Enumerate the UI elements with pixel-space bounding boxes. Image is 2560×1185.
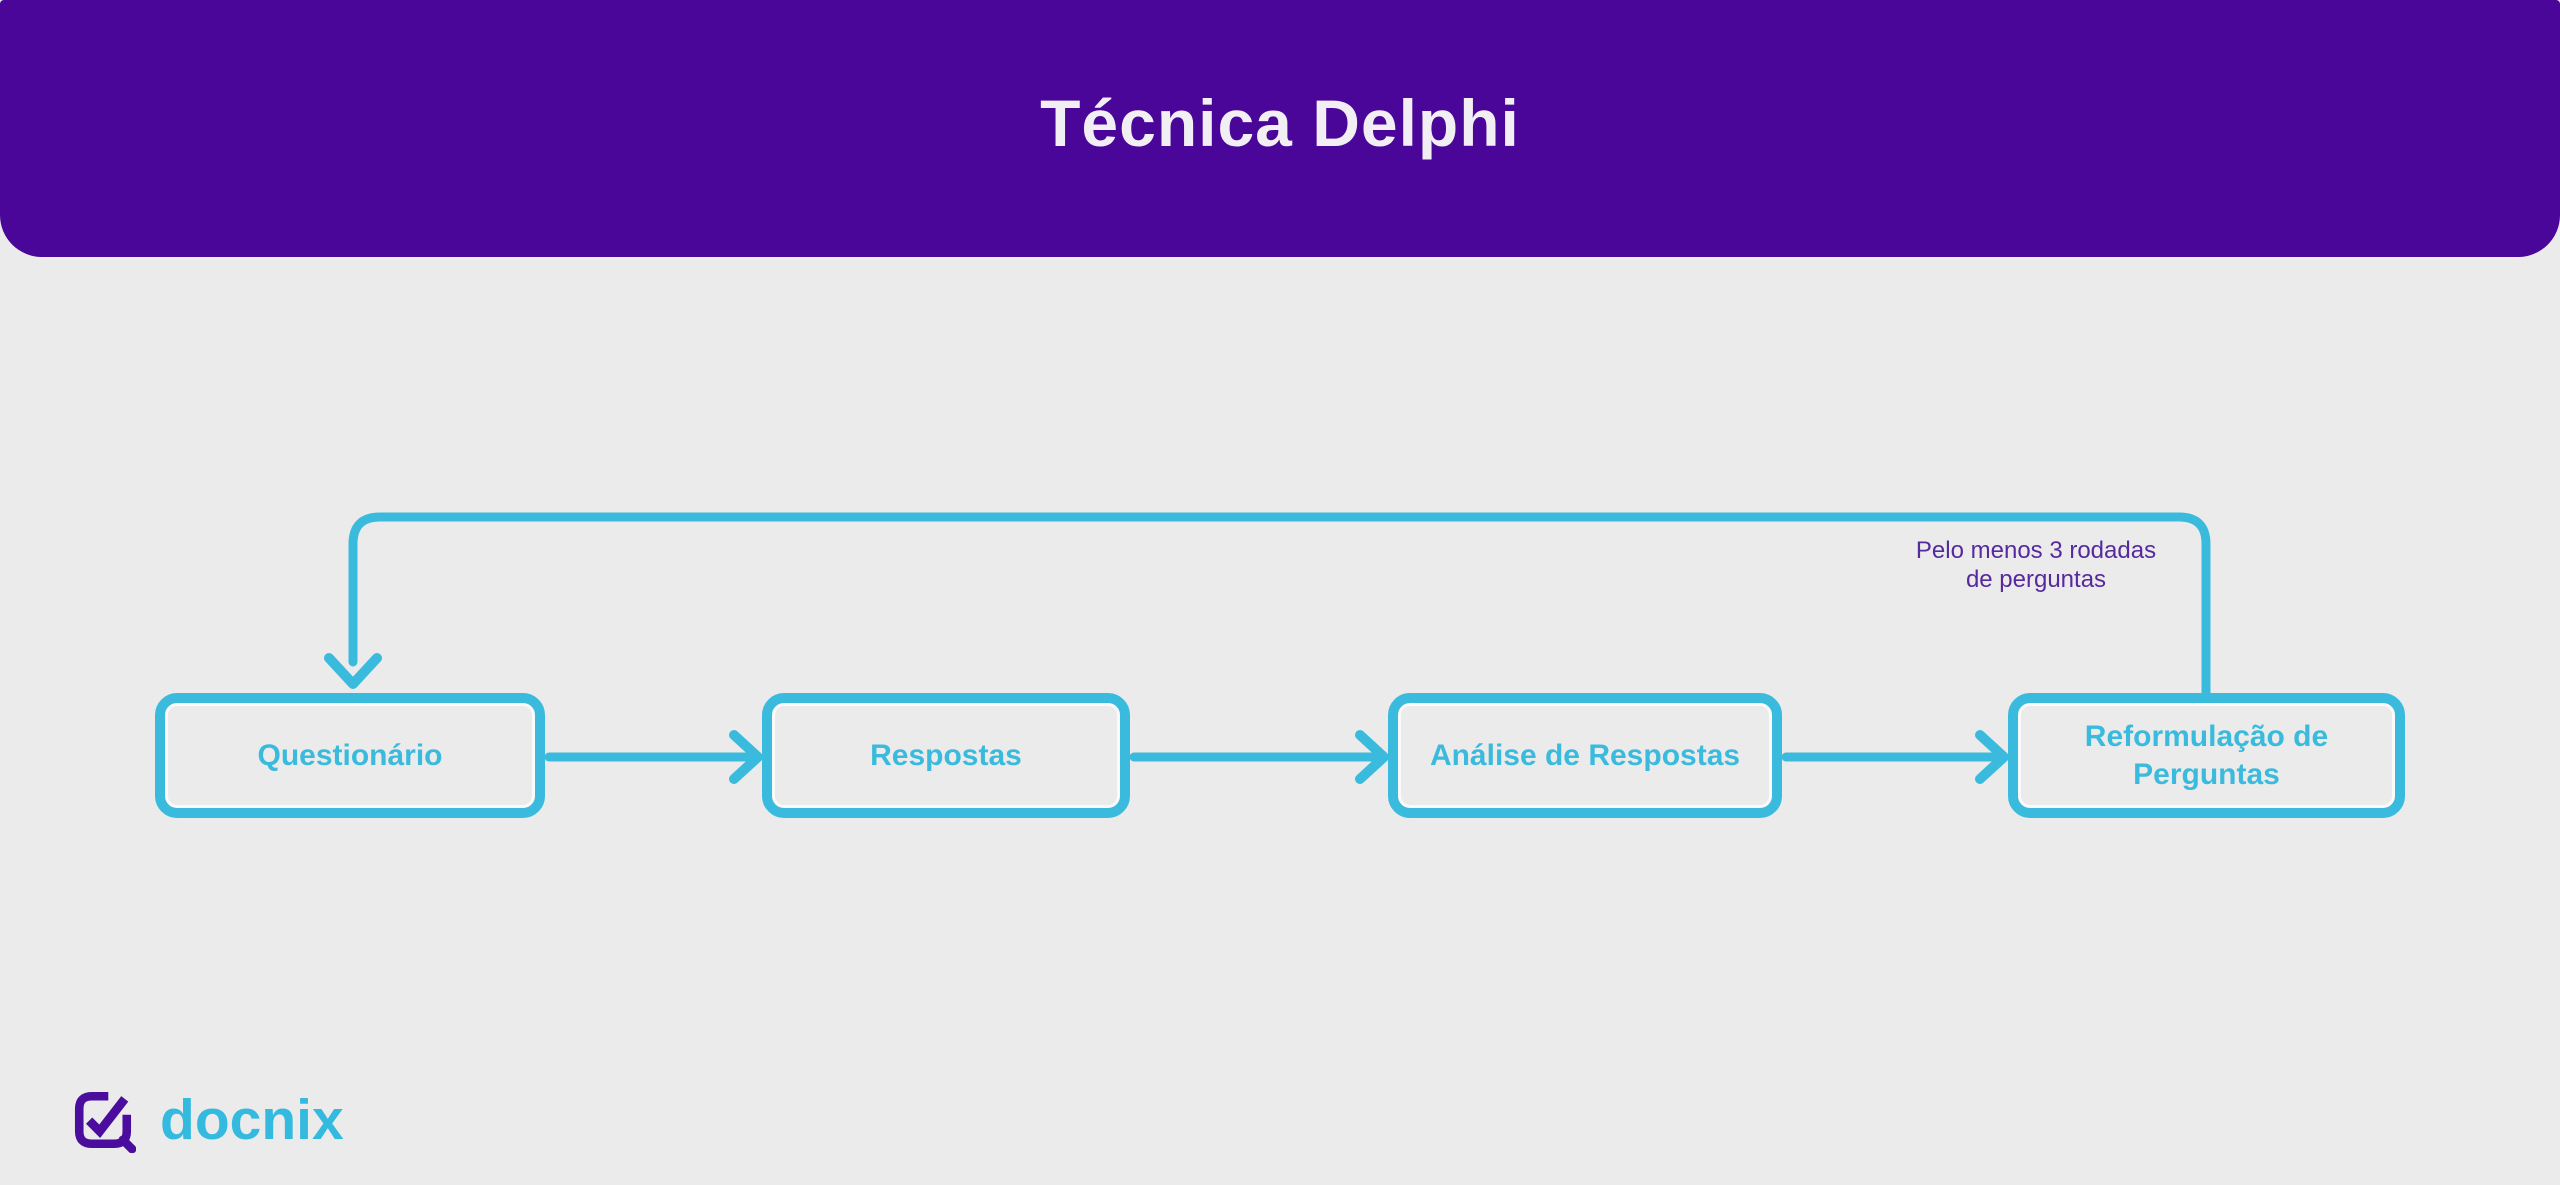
docnix-logo-icon <box>74 1091 136 1153</box>
page-title: Técnica Delphi <box>1040 85 1520 160</box>
arrow-1-arrowhead-icon <box>729 730 763 784</box>
flow-node-label: Respostas <box>870 738 1022 772</box>
header-banner: Técnica Delphi <box>0 0 2560 257</box>
brand-footer: docnix <box>70 1080 344 1160</box>
arrow-3-arrowhead-icon <box>1975 730 2009 784</box>
flow-node-respostas: Respostas <box>762 693 1130 818</box>
flow-node-label: Reformulação de Perguntas <box>2084 720 2329 791</box>
flow-node-analise-de-respostas: Análise de Respostas <box>1388 693 1782 818</box>
loop-annotation: Pelo menos 3 rodadas de perguntas <box>1915 537 2157 594</box>
flow-node-reformulacao-de-perguntas: Reformulação de Perguntas <box>2008 693 2405 818</box>
feedback-loop-arrowhead-icon <box>324 653 382 689</box>
flow-node-label: Análise de Respostas <box>1429 738 1741 772</box>
arrow-2-arrowhead-icon <box>1355 730 1389 784</box>
flow-node-questionario: Questionário <box>155 693 545 818</box>
flow-node-label: Questionário <box>257 738 443 772</box>
feedback-loop-connector <box>348 512 2211 698</box>
brand-name: docnix <box>160 1088 344 1152</box>
